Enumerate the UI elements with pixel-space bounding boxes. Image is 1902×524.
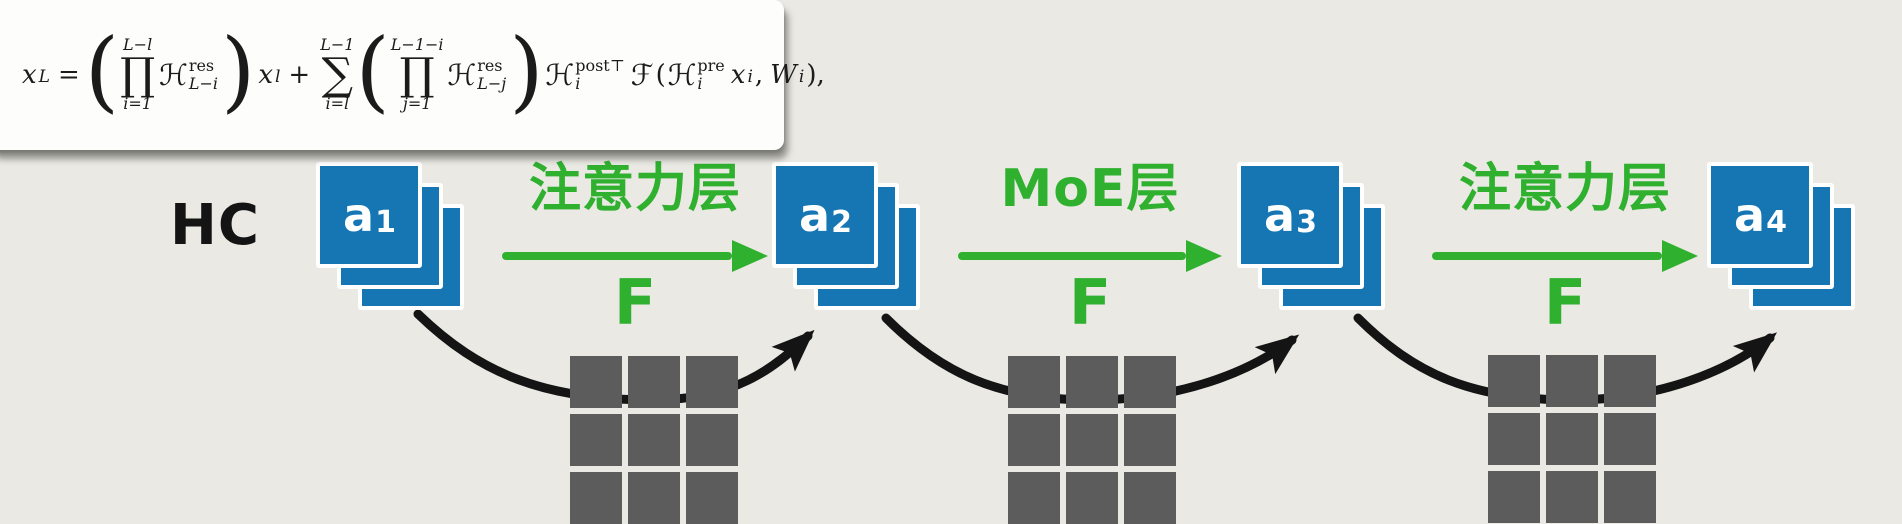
matrix-cell xyxy=(1008,472,1060,524)
matrix-cell xyxy=(1488,413,1540,465)
matrix-cell xyxy=(686,356,738,408)
green-arrow-line xyxy=(1432,252,1662,260)
big-paren-open: ( xyxy=(84,19,120,122)
layer-label: 注意力层 xyxy=(1458,159,1671,219)
formula-xi: x xyxy=(730,60,746,90)
weight-matrix-grid-3 xyxy=(1488,355,1656,523)
formula-xl: x xyxy=(258,60,273,90)
matrix-cell xyxy=(570,356,622,408)
green-arrowhead-icon xyxy=(732,240,768,272)
matrix-cell xyxy=(1008,414,1060,466)
matrix-cell xyxy=(1124,356,1176,408)
edge-attention-layer-2: 注意力层 F xyxy=(1432,159,1698,350)
sum-operator: L−1 ∑ i=l xyxy=(320,35,355,113)
matrix-cell xyxy=(1546,471,1598,523)
matrix-cell xyxy=(1066,472,1118,524)
paren-open: ( xyxy=(655,60,666,90)
edge-attention-layer-1: 注意力层 F xyxy=(502,159,768,350)
plus-sign: + xyxy=(288,60,311,90)
green-arrow-line xyxy=(958,252,1186,260)
matrix-cell xyxy=(1546,413,1598,465)
big-paren-open: ( xyxy=(355,19,390,122)
matrix-cell xyxy=(628,472,680,524)
formula-Wi: W xyxy=(770,60,797,90)
H-pre-term: ℋ pre i xyxy=(667,55,725,93)
green-arrowhead-icon xyxy=(1662,240,1698,272)
matrix-cell xyxy=(1546,355,1598,407)
layer-function-label: F xyxy=(1068,266,1112,339)
equals-sign: = xyxy=(57,60,80,90)
matrix-cell xyxy=(628,414,680,466)
matrix-cell xyxy=(1604,413,1656,465)
matrix-cell xyxy=(1488,471,1540,523)
H-res-term-1: ℋ res L−i xyxy=(159,55,218,93)
formula-xL: x xyxy=(22,60,37,90)
matrix-cell xyxy=(1604,355,1656,407)
comma: , xyxy=(754,60,764,90)
formula-end: ), xyxy=(806,60,825,90)
matrix-cell xyxy=(1124,414,1176,466)
green-arrowhead-icon xyxy=(1186,240,1222,272)
big-paren-close: ) xyxy=(220,19,256,122)
weight-matrix-grid-2 xyxy=(1008,356,1176,524)
matrix-cell xyxy=(1066,414,1118,466)
matrix-cell xyxy=(686,414,738,466)
matrix-cell xyxy=(1124,472,1176,524)
matrix-cell xyxy=(628,356,680,408)
matrix-cell xyxy=(570,414,622,466)
H-res-term-2: ℋ res L−j xyxy=(447,55,507,93)
F-operator: ℱ xyxy=(630,58,654,92)
product-operator-2: L−1−i ∏ j=1 xyxy=(390,35,444,113)
weight-matrix-grid-1 xyxy=(570,356,738,524)
hc-label: HC xyxy=(170,193,260,258)
matrix-cell xyxy=(1488,355,1540,407)
big-paren-close: ) xyxy=(509,19,544,122)
matrix-cell xyxy=(1008,356,1060,408)
matrix-cell xyxy=(1066,356,1118,408)
matrix-cell xyxy=(1604,471,1656,523)
layer-label: 注意力层 xyxy=(528,159,741,219)
product-operator-1: L−l ∏ i=1 xyxy=(120,35,156,113)
matrix-cell xyxy=(570,472,622,524)
layer-function-label: F xyxy=(613,266,657,339)
edge-moe-layer: MoE层 F xyxy=(958,159,1222,350)
H-post-term: ℋ post⊤ i xyxy=(545,55,625,93)
matrix-cell xyxy=(686,472,738,524)
layer-label: MoE层 xyxy=(1000,159,1180,219)
green-arrow-line xyxy=(502,252,732,260)
layer-function-label: F xyxy=(1543,266,1587,339)
